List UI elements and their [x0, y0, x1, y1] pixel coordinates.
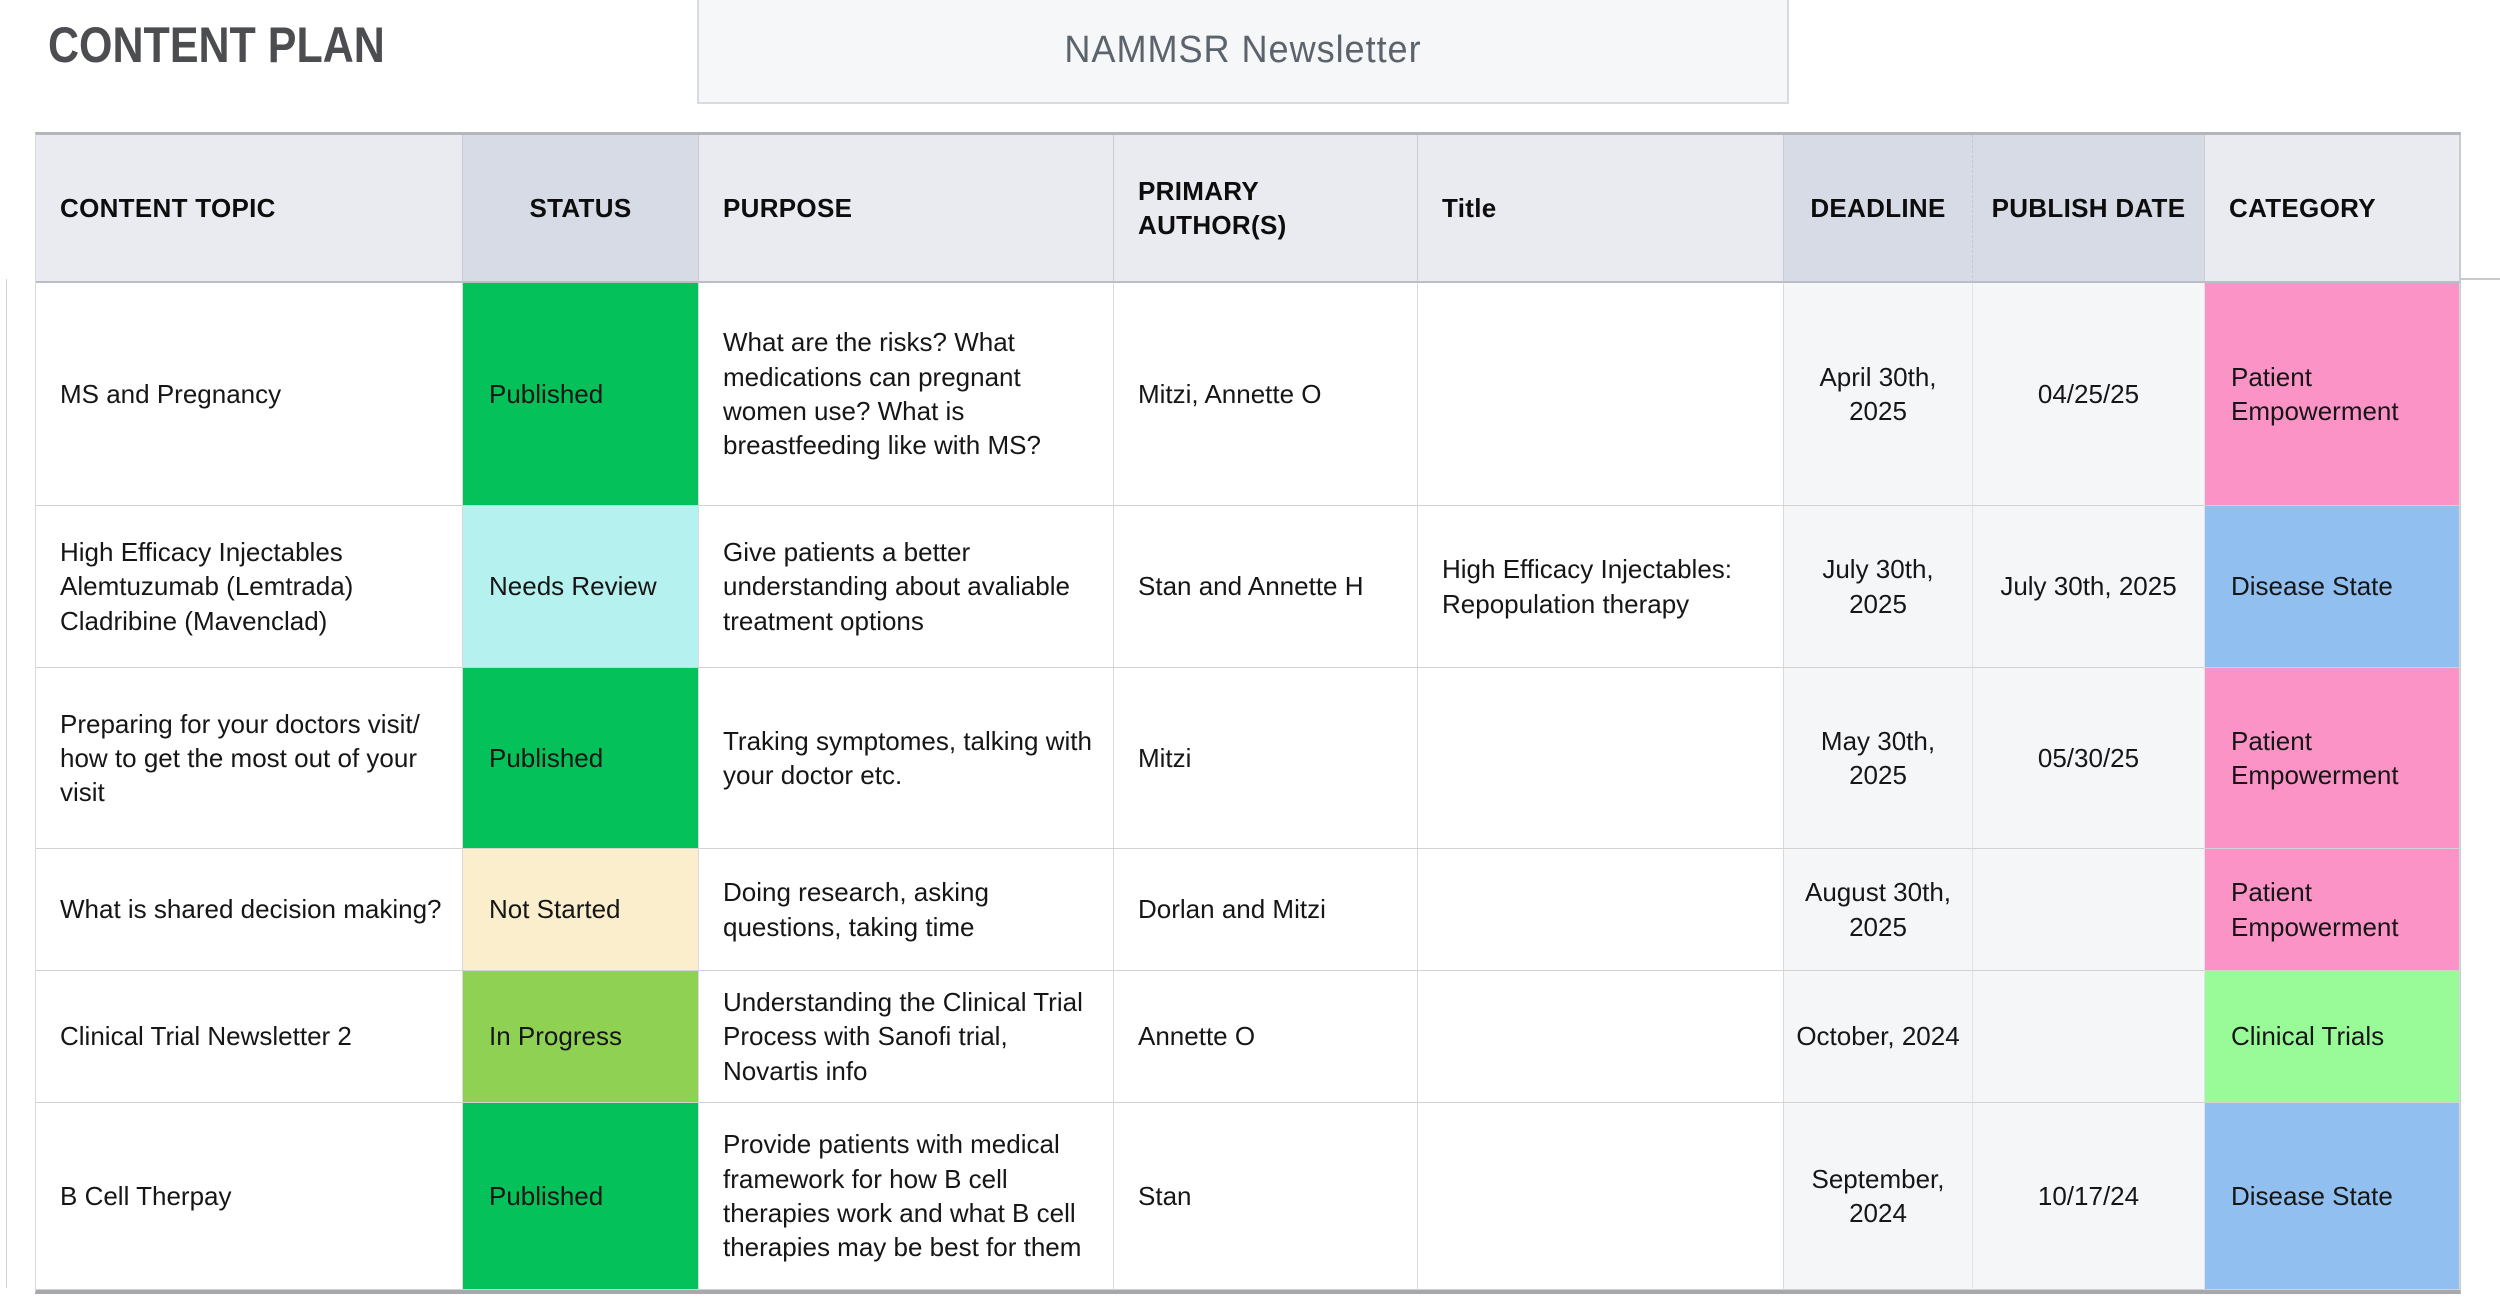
page-title: CONTENT PLAN [48, 17, 385, 73]
cell-publish-date[interactable]: 04/25/25 [1973, 283, 2205, 506]
cell-status[interactable]: In Progress [463, 971, 699, 1103]
newsletter-title-text: NAMMSR Newsletter [1064, 28, 1422, 71]
cell-status[interactable]: Published [463, 283, 699, 506]
cell-status[interactable]: Not Started [463, 849, 699, 971]
cell-title[interactable] [1418, 1103, 1784, 1290]
cell-publish-date[interactable]: July 30th, 2025 [1973, 506, 2205, 668]
cell-deadline[interactable]: April 30th, 2025 [1784, 283, 1973, 506]
cell-deadline[interactable]: May 30th, 2025 [1784, 668, 1973, 849]
cell-purpose[interactable]: Traking symptomes, talking with your doc… [699, 668, 1114, 849]
column-header-publish-date[interactable]: PUBLISH DATE [1973, 135, 2205, 283]
cell-deadline[interactable]: September, 2024 [1784, 1103, 1973, 1290]
cell-topic[interactable]: Preparing for your doctors visit/ how to… [36, 668, 463, 849]
cell-publish-date[interactable] [1973, 971, 2205, 1103]
cell-authors[interactable]: Dorlan and Mitzi [1114, 849, 1418, 971]
column-header-deadline[interactable]: DEADLINE [1784, 135, 1973, 283]
cell-topic[interactable]: High Efficacy Injectables Alemtuzumab (L… [36, 506, 463, 668]
cell-category[interactable]: Disease State [2205, 506, 2460, 668]
cell-topic[interactable]: Clinical Trial Newsletter 2 [36, 971, 463, 1103]
column-header-primary-authors[interactable]: PRIMARY AUTHOR(S) [1114, 135, 1418, 283]
column-header-content-topic[interactable]: CONTENT TOPIC [36, 135, 463, 283]
header-extension-line [2459, 278, 2500, 280]
cell-title[interactable] [1418, 849, 1784, 971]
cell-deadline[interactable]: October, 2024 [1784, 971, 1973, 1103]
cell-title[interactable] [1418, 668, 1784, 849]
cell-title[interactable]: High Efficacy Injectables: Repopulation … [1418, 506, 1784, 668]
cell-category[interactable]: Patient Empowerment [2205, 668, 2460, 849]
cell-purpose[interactable]: Understanding the Clinical Trial Process… [699, 971, 1114, 1103]
column-header-title[interactable]: Title [1418, 135, 1784, 283]
cell-purpose[interactable]: Provide patients with medical framework … [699, 1103, 1114, 1290]
content-plan-table: CONTENT TOPIC STATUS PURPOSE PRIMARY AUT… [35, 132, 2461, 1294]
cell-status[interactable]: Needs Review [463, 506, 699, 668]
cell-status[interactable]: Published [463, 668, 699, 849]
cell-deadline[interactable]: July 30th, 2025 [1784, 506, 1973, 668]
cell-authors[interactable]: Mitzi [1114, 668, 1418, 849]
cell-authors[interactable]: Annette O [1114, 971, 1418, 1103]
cell-status[interactable]: Published [463, 1103, 699, 1290]
column-header-category[interactable]: CATEGORY [2205, 135, 2460, 283]
newsletter-title-cell[interactable]: NAMMSR Newsletter [697, 0, 1789, 104]
cell-title[interactable] [1418, 283, 1784, 506]
cell-deadline[interactable]: August 30th, 2025 [1784, 849, 1973, 971]
cell-publish-date[interactable]: 10/17/24 [1973, 1103, 2205, 1290]
cell-publish-date[interactable]: 05/30/25 [1973, 668, 2205, 849]
cell-authors[interactable]: Stan and Annette H [1114, 506, 1418, 668]
cell-authors[interactable]: Mitzi, Annette O [1114, 283, 1418, 506]
cell-category[interactable]: Patient Empowerment [2205, 849, 2460, 971]
cell-purpose[interactable]: Give patients a better understanding abo… [699, 506, 1114, 668]
cell-purpose[interactable]: What are the risks? What medications can… [699, 283, 1114, 506]
cell-topic[interactable]: What is shared decision making? [36, 849, 463, 971]
cell-topic[interactable]: MS and Pregnancy [36, 283, 463, 506]
column-header-status[interactable]: STATUS [463, 135, 699, 283]
cell-topic[interactable]: B Cell Therpay [36, 1103, 463, 1290]
column-header-purpose[interactable]: PURPOSE [699, 135, 1114, 283]
cell-title[interactable] [1418, 971, 1784, 1103]
sheet-edge-line [6, 279, 7, 1288]
cell-publish-date[interactable] [1973, 849, 2205, 971]
cell-category[interactable]: Clinical Trials [2205, 971, 2460, 1103]
cell-purpose[interactable]: Doing research, asking questions, taking… [699, 849, 1114, 971]
cell-authors[interactable]: Stan [1114, 1103, 1418, 1290]
cell-category[interactable]: Disease State [2205, 1103, 2460, 1290]
cell-category[interactable]: Patient Empowerment [2205, 283, 2460, 506]
